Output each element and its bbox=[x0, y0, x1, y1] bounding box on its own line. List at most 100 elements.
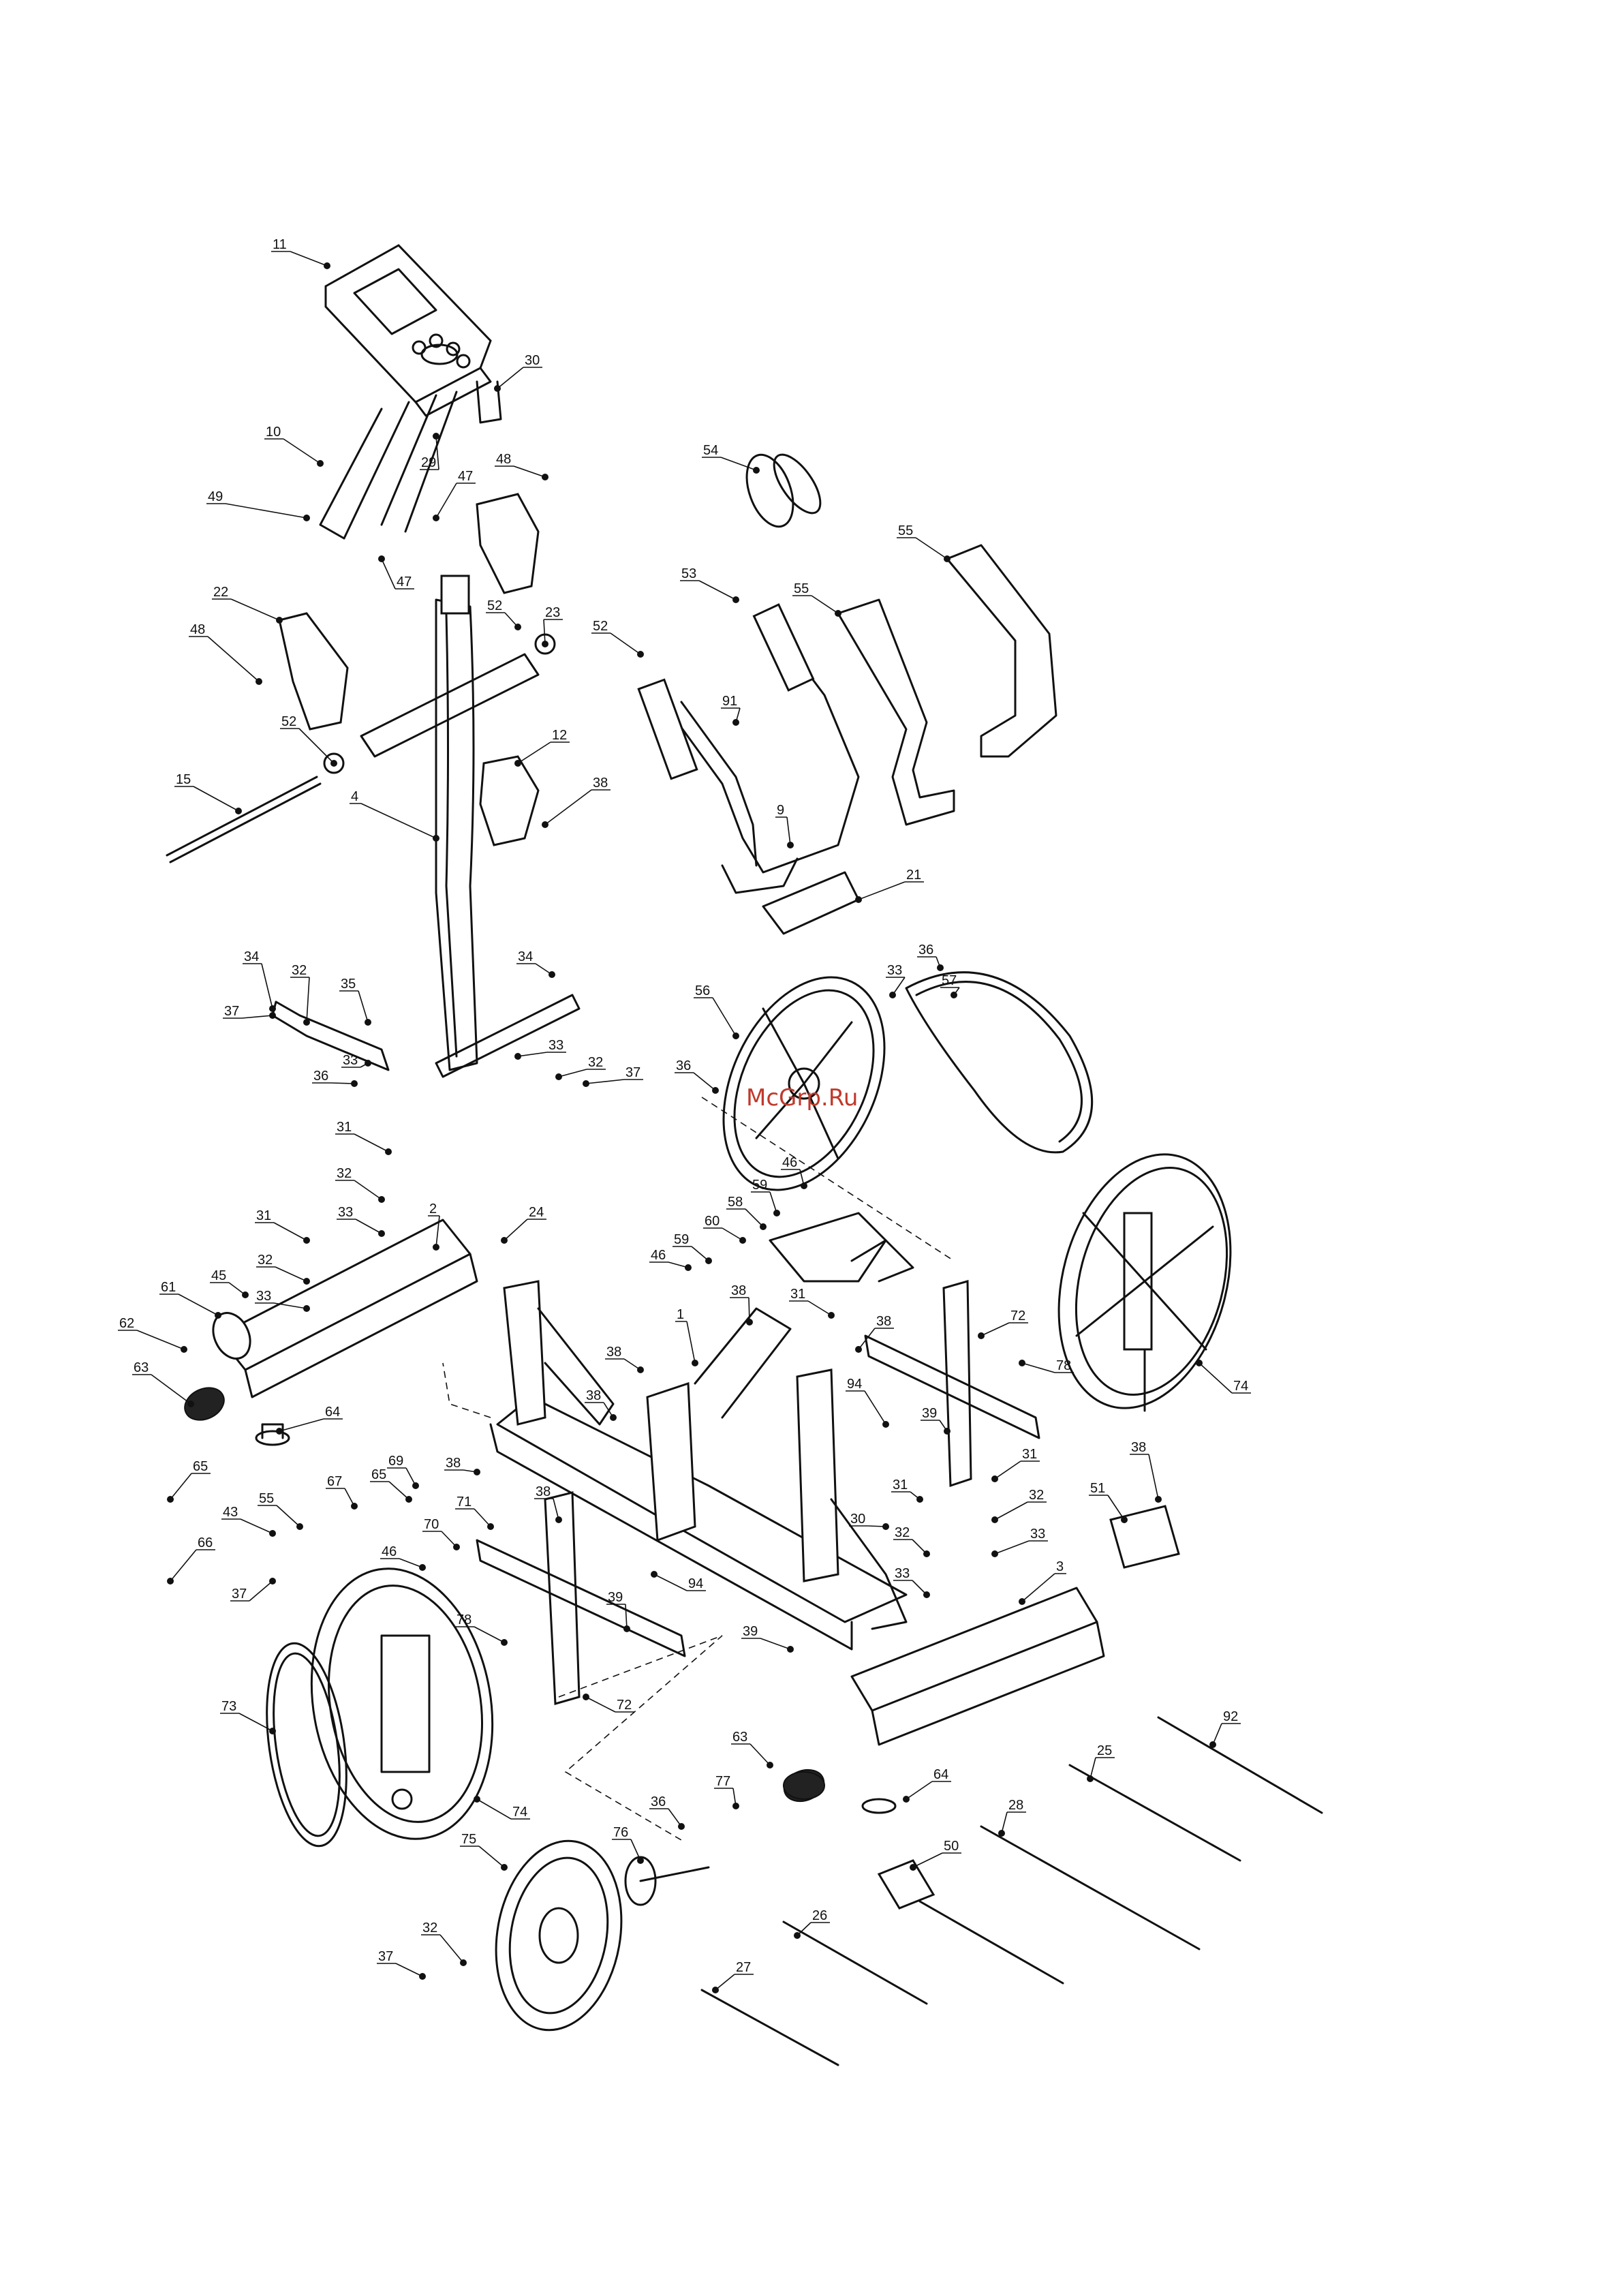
callout-c38f: 38 bbox=[444, 1456, 480, 1475]
callout-c69: 69 bbox=[387, 1454, 419, 1489]
fastener-dot bbox=[889, 992, 896, 998]
callout-leader bbox=[207, 636, 260, 682]
callout-c52b: 52 bbox=[486, 598, 521, 630]
fastener-dot bbox=[242, 1291, 249, 1298]
fastener-dot bbox=[773, 1210, 780, 1216]
callout-number: 38 bbox=[446, 1456, 461, 1471]
fastener-dot bbox=[501, 1864, 508, 1871]
callout-c3: 3 bbox=[1019, 1559, 1066, 1605]
fastener-dot bbox=[330, 760, 337, 767]
callout-c39a: 39 bbox=[921, 1406, 950, 1435]
callout-c65b: 65 bbox=[370, 1467, 412, 1503]
callout-number: 39 bbox=[922, 1406, 937, 1421]
callout-c38b: 38 bbox=[730, 1283, 753, 1326]
fastener-dot bbox=[412, 1482, 419, 1489]
callout-c31b: 31 bbox=[255, 1208, 310, 1244]
callout-c37b: 37 bbox=[583, 1065, 643, 1087]
callout-number: 38 bbox=[731, 1283, 746, 1298]
callout-c32a: 32 bbox=[290, 963, 310, 1026]
callout-c49: 49 bbox=[206, 489, 310, 521]
callout-c73: 73 bbox=[220, 1699, 276, 1734]
fastener-dot bbox=[739, 1237, 746, 1244]
fastener-dot bbox=[269, 1012, 276, 1019]
callout-leader bbox=[994, 1540, 1030, 1555]
fastener-dot bbox=[351, 1503, 358, 1510]
callout-number: 39 bbox=[608, 1590, 623, 1605]
callout-c39b: 39 bbox=[606, 1590, 630, 1632]
fastener-dot bbox=[767, 1762, 773, 1769]
main-frame-part-1 bbox=[489, 1280, 908, 1651]
callout-number: 33 bbox=[887, 963, 902, 978]
callout-c24: 24 bbox=[501, 1205, 546, 1244]
fastener-dot bbox=[991, 1516, 998, 1523]
callout-c59b: 59 bbox=[673, 1232, 712, 1264]
callout-number: 22 bbox=[213, 585, 228, 600]
callout-c52a: 52 bbox=[280, 714, 337, 767]
callout-leader bbox=[749, 1743, 771, 1766]
callout-c37d: 37 bbox=[377, 1949, 426, 1980]
callout-leader bbox=[330, 1082, 355, 1084]
callout-leader bbox=[273, 1222, 307, 1241]
callout-c55c: 55 bbox=[258, 1491, 303, 1530]
fastener-dot bbox=[303, 1019, 310, 1026]
callout-number: 38 bbox=[1131, 1440, 1146, 1455]
callout-c36c: 36 bbox=[675, 1058, 719, 1094]
callout-leader bbox=[585, 1079, 625, 1084]
callout-c39c: 39 bbox=[741, 1624, 794, 1653]
callout-number: 38 bbox=[606, 1345, 621, 1360]
callout-number: 78 bbox=[457, 1612, 472, 1627]
callout-number: 26 bbox=[812, 1908, 827, 1923]
callout-number: 25 bbox=[1097, 1743, 1112, 1758]
callout-c32e: 32 bbox=[991, 1488, 1047, 1523]
callout-leader bbox=[178, 1294, 219, 1316]
callout-leader bbox=[276, 1505, 300, 1527]
callout-c37c: 37 bbox=[230, 1578, 276, 1602]
fastener-dot bbox=[269, 1005, 276, 1012]
fastener-dot bbox=[746, 1319, 753, 1326]
callout-c63a: 63 bbox=[132, 1360, 194, 1407]
fastener-dot bbox=[692, 1360, 698, 1366]
flywheel-right-part-74 bbox=[1057, 1153, 1232, 1412]
callout-leader bbox=[517, 1052, 548, 1057]
callout-c74a: 74 bbox=[1196, 1360, 1251, 1394]
callout-leader bbox=[980, 1322, 1010, 1336]
callout-c51: 51 bbox=[1089, 1481, 1128, 1523]
callout-leader bbox=[630, 1839, 641, 1861]
fastener-dot bbox=[732, 1803, 739, 1809]
fastener-dot bbox=[610, 1414, 617, 1421]
callout-leader bbox=[1107, 1495, 1125, 1520]
callout-leader bbox=[769, 1191, 777, 1214]
callout-leader bbox=[1021, 1573, 1055, 1602]
callout-number: 46 bbox=[651, 1248, 666, 1263]
callout-c31a: 31 bbox=[335, 1120, 392, 1155]
callout-number: 45 bbox=[211, 1268, 226, 1283]
callout-c61: 61 bbox=[159, 1280, 221, 1319]
callout-number: 64 bbox=[325, 1405, 340, 1420]
callout-leader bbox=[151, 1374, 191, 1405]
callout-number: 12 bbox=[552, 728, 567, 743]
callout-number: 55 bbox=[794, 581, 809, 596]
callout-c94a: 94 bbox=[846, 1377, 889, 1428]
callout-c78a: 78 bbox=[1019, 1358, 1074, 1373]
callout-number: 77 bbox=[715, 1774, 730, 1789]
callout-number: 47 bbox=[458, 469, 473, 484]
callout-number: 33 bbox=[895, 1566, 910, 1581]
callout-number: 34 bbox=[244, 949, 259, 964]
callout-c23: 23 bbox=[542, 605, 563, 647]
fastener-dot bbox=[732, 1032, 739, 1039]
callout-c72a: 72 bbox=[978, 1308, 1028, 1339]
callout-number: 34 bbox=[518, 949, 533, 964]
callout-leader bbox=[892, 977, 906, 996]
fastener-dot bbox=[916, 1496, 923, 1503]
fastener-dot bbox=[303, 1305, 310, 1312]
callout-leader bbox=[994, 1460, 1021, 1480]
watermark-text: McGrp.Ru bbox=[746, 1084, 858, 1112]
callout-c94b: 94 bbox=[651, 1571, 706, 1591]
callout-number: 33 bbox=[256, 1289, 271, 1304]
handlebar-cap-part-54 bbox=[745, 453, 822, 528]
fastener-dot bbox=[685, 1264, 692, 1271]
fastener-dot bbox=[215, 1312, 221, 1319]
callout-number: 37 bbox=[232, 1587, 247, 1602]
fastener-dot bbox=[514, 1053, 521, 1060]
